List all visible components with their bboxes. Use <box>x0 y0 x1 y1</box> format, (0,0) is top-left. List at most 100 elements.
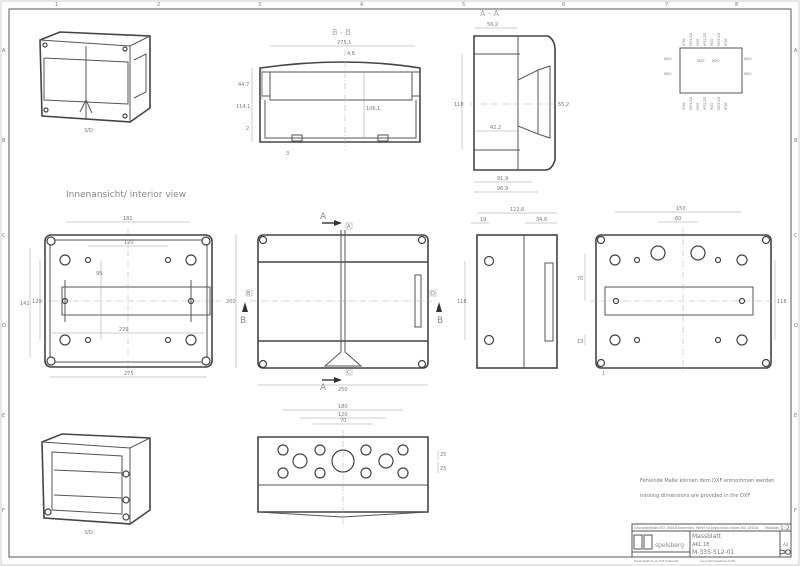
column-label: 3 <box>258 2 261 8</box>
dimension-label: 200 <box>226 299 236 305</box>
dimension-label: 25 <box>440 452 446 458</box>
dimension-label: 95 <box>96 271 102 277</box>
isometric-view-top: 3/D <box>39 31 151 134</box>
cable-entry-label: M20 <box>696 39 700 46</box>
company-logo: spelsberg <box>655 542 684 549</box>
view-label: 3/D <box>84 128 93 134</box>
marker-label: B <box>247 291 251 297</box>
cable-entry-label: M20 <box>744 72 751 76</box>
cable-entry-label: M20 <box>712 59 719 63</box>
row-label: C <box>2 233 6 239</box>
cable-entry-label: M20 <box>664 72 671 76</box>
knockout-m25 <box>292 453 308 469</box>
column-labels: 1 2 3 4 5 6 7 8 <box>55 2 738 8</box>
cable-entry-label: M32/25 <box>703 97 707 110</box>
dimension-label: 106,1 <box>366 106 380 112</box>
cable-entry-label: M20 <box>710 39 714 46</box>
dimension-label: 118 <box>457 299 467 305</box>
dimension-label: 275,1 <box>337 40 351 46</box>
section-marker-a-top: A <box>320 212 327 222</box>
column-label: 2 <box>157 2 160 8</box>
scale-label: Maßstab <box>765 526 779 530</box>
sheet-size: A3 <box>783 542 789 547</box>
scale-value: 1:2 <box>780 525 790 532</box>
dimension-label: 42,2 <box>490 125 501 131</box>
dimension-label: 118 <box>454 102 464 108</box>
interior-view: Innenansicht/ interior view 181 120 95 2… <box>20 190 220 378</box>
dimension-label: 70 <box>577 276 583 282</box>
note-english: missing dimensions are provided in the D… <box>640 493 750 499</box>
column-label: 4 <box>360 2 363 8</box>
dimension-label: 122,6 <box>510 207 524 213</box>
dimension-label: 229 <box>119 327 129 333</box>
dimension-label: 275 <box>124 371 134 377</box>
front-view: A A B B A B C D 200 250 <box>226 212 443 393</box>
marker-label: C <box>347 370 351 376</box>
dimension-label: 13 <box>577 339 583 345</box>
row-label: C <box>794 233 798 239</box>
isometric-view-bottom: 3/D <box>41 433 151 536</box>
cable-entry-label: M16 <box>682 103 686 110</box>
cable-entry-label: M20 <box>744 57 751 61</box>
knockout-m16 <box>360 467 372 479</box>
footer-left: Dieses Blatt ist ein DXF Datensatz <box>634 559 679 563</box>
column-label: 6 <box>562 2 565 8</box>
section-a-a: A - A 56,2 118 55,2 42,2 91,9 96,9 <box>454 9 569 193</box>
cable-entry-label: M25/20 <box>689 33 693 46</box>
dimension-label: 120 <box>32 299 42 305</box>
cable-entry-label: M25/20 <box>717 33 721 46</box>
cable-entry-label: M16 <box>724 39 728 46</box>
dimension-label: 4,6 <box>347 51 355 57</box>
row-label: D <box>794 323 798 329</box>
cable-entry-label: M16 <box>724 103 728 110</box>
side-view: 122,6 19 34,6 118 <box>457 207 558 369</box>
dimension-label: 141 <box>20 301 30 307</box>
marker-label: D <box>431 291 435 297</box>
view-label: 3/D <box>84 530 93 536</box>
dimension-label: 56,2 <box>487 22 498 28</box>
dimension-label: 19 <box>480 217 486 223</box>
section-title: A - A <box>480 9 499 18</box>
bottom-view: 180 120 70 25 25 <box>257 404 446 525</box>
row-label: A <box>794 48 798 54</box>
row-label: B <box>2 138 6 144</box>
column-label: 8 <box>735 2 738 8</box>
note-german: Fehlende Maße können dem DXF entnommen w… <box>640 478 774 484</box>
section-marker-b-left: B <box>240 316 246 326</box>
dimension-label: 120 <box>338 412 348 418</box>
dimension-label: 44,7 <box>238 82 249 88</box>
cable-entry-label: M32/25 <box>703 33 707 46</box>
knockout-m25 <box>378 453 394 469</box>
row-label: D <box>2 323 6 329</box>
cable-entry-label: M20 <box>697 59 704 63</box>
cable-entry-label: M25/20 <box>717 97 721 110</box>
dimension-label: 34,6 <box>536 217 547 223</box>
dimension-label: 60 <box>675 216 681 222</box>
dimension-label: 91,9 <box>497 176 508 182</box>
column-label: 5 <box>462 2 465 8</box>
row-label: B <box>794 138 798 144</box>
dimension-label: 114,1 <box>236 104 250 110</box>
row-label: F <box>2 508 5 514</box>
dimension-label: 250 <box>338 387 348 393</box>
dimension-label: 180 <box>338 404 348 410</box>
cable-entry-label: M20 <box>696 103 700 110</box>
projection-symbol-icon <box>779 549 791 555</box>
row-labels: A B C D E F A B C D E F <box>2 48 798 514</box>
tolerance-note: Grundabmaße ISO 16016 beachten. Refer to… <box>634 526 759 530</box>
cable-entry-label: M20 <box>710 103 714 110</box>
view-title: Innenansicht/ interior view <box>66 190 186 200</box>
section-marker-b-right: B <box>437 316 443 326</box>
dimension-label: 25 <box>440 466 446 472</box>
dimension-label: 120 <box>124 240 134 246</box>
inner-frame <box>8 8 792 558</box>
row-label: E <box>794 413 797 419</box>
row-label: E <box>2 413 5 419</box>
row-label: A <box>2 48 6 54</box>
dimension-label: 55,2 <box>558 102 569 108</box>
dimension-label: 181 <box>123 216 133 222</box>
section-title: B - B <box>332 28 351 37</box>
knockout-m16 <box>314 467 326 479</box>
